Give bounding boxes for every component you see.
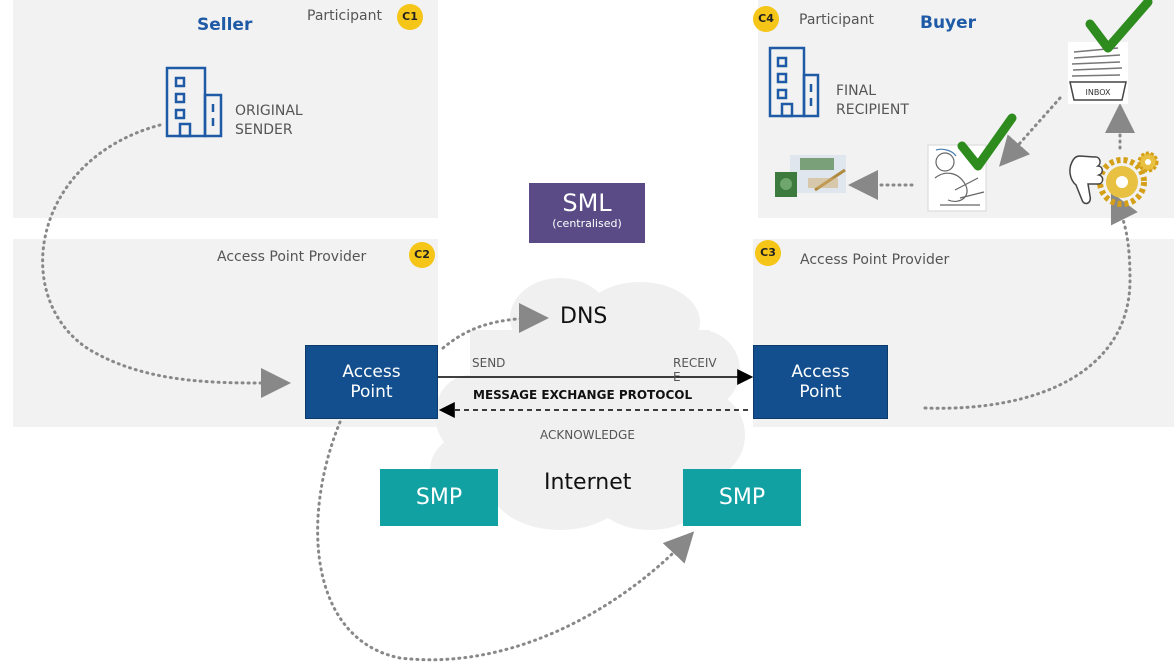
final-recipient-line2: RECIPIENT <box>836 102 909 118</box>
checkmark-icon <box>1085 0 1153 53</box>
c3-title: Access Point Provider <box>800 252 950 268</box>
c1-participant-label: Participant <box>307 8 382 24</box>
original-sender-line1: ORIGINAL <box>235 103 303 119</box>
receive-line1: RECEIV <box>673 356 717 370</box>
buyer-role-label: Buyer <box>920 13 977 33</box>
smp-right: SMP <box>683 469 801 526</box>
original-sender-label: ORIGINAL SENDER <box>235 102 303 140</box>
ap-to-dns-arrow <box>441 303 549 350</box>
c2-access-point: Access Point <box>305 345 438 419</box>
thumbs-down-icon <box>1069 155 1104 205</box>
internet-label: Internet <box>544 470 632 495</box>
c3-access-point: Access Point <box>753 345 888 419</box>
inbox-icon: INBOX <box>1068 42 1128 104</box>
c2-access-point-line2: Point <box>350 382 393 402</box>
receive-line2: E <box>673 370 681 384</box>
handwriting-icon <box>927 144 987 212</box>
c3-access-point-line2: Point <box>799 382 842 402</box>
internet-cloud <box>430 278 745 530</box>
inbox-to-review-arrow <box>999 96 1062 167</box>
sml-title: SML <box>562 189 612 217</box>
c1-panel <box>13 0 438 218</box>
sml-box: SML (centralised) <box>529 183 645 243</box>
sender-to-ap-arrow <box>41 123 291 399</box>
receive-label: RECEIV E <box>673 356 717 384</box>
building-icon <box>768 46 820 118</box>
original-sender-line2: SENDER <box>235 122 293 138</box>
c3-badge: C3 <box>755 240 781 266</box>
acknowledge-label: ACKNOWLEDGE <box>540 428 635 442</box>
c4-participant-label: Participant <box>799 12 874 28</box>
final-recipient-line1: FINAL <box>836 83 877 99</box>
dns-label: DNS <box>560 304 608 329</box>
sml-subtitle: (centralised) <box>552 217 622 230</box>
gear-icon <box>1097 151 1159 207</box>
building-icon <box>165 66 223 138</box>
c1-badge: C1 <box>397 4 423 30</box>
c2-title: Access Point Provider <box>217 249 367 265</box>
message-exchange-protocol-label: MESSAGE EXCHANGE PROTOCOL <box>473 388 693 402</box>
c4-badge: C4 <box>753 6 779 32</box>
c3-access-point-line1: Access <box>791 362 850 382</box>
send-label: SEND <box>472 356 506 370</box>
ap-to-backoffice-arrow <box>923 191 1138 410</box>
ap-to-smp-arrow <box>316 420 695 662</box>
smp-left: SMP <box>380 469 498 526</box>
checkmark-icon <box>957 113 1017 171</box>
money-icon <box>775 155 846 197</box>
inbox-label: INBOX <box>1086 88 1111 97</box>
c2-badge: C2 <box>409 242 435 268</box>
seller-role-label: Seller <box>197 15 253 35</box>
final-recipient-label: FINAL RECIPIENT <box>836 82 909 120</box>
c2-access-point-line1: Access <box>342 362 401 382</box>
